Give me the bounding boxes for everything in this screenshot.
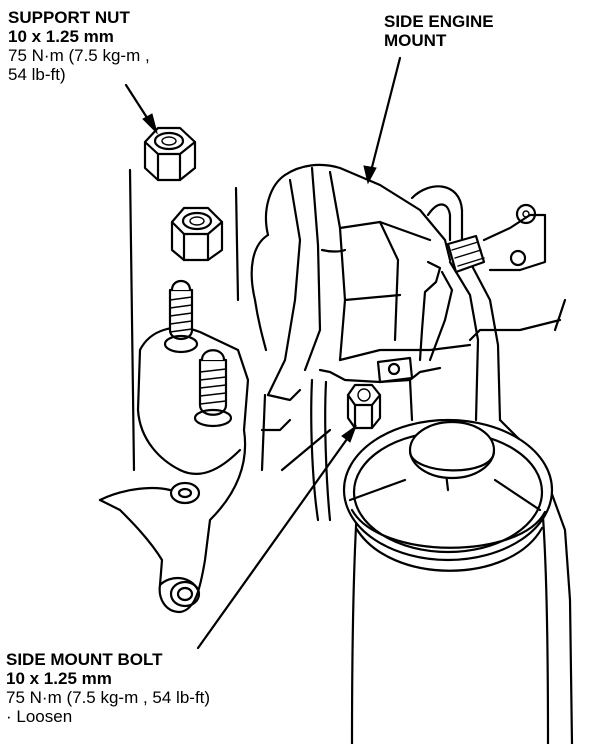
side-engine-mount-line2: MOUNT	[384, 31, 447, 51]
support-nut-lower	[170, 206, 224, 262]
mount-plate	[310, 366, 442, 522]
support-nut-torque-line2: 54 lb-ft)	[8, 65, 66, 85]
side-mount-bolt-size: 10 x 1.25 mm	[6, 669, 112, 689]
support-nut-upper	[143, 126, 197, 182]
side-engine-mount	[250, 163, 472, 472]
support-nut-torque-line1: 75 N·m (7.5 kg-m ,	[8, 46, 150, 66]
mount-bracket	[98, 168, 250, 614]
leader-arrow-engine-mount	[363, 56, 402, 185]
oil-filter-canister	[342, 418, 554, 744]
hose-pipe	[410, 185, 547, 422]
side-engine-mount-line1: SIDE ENGINE	[384, 12, 494, 31]
support-nut-size: 10 x 1.25 mm	[8, 27, 114, 47]
support-nut-title: SUPPORT NUT	[8, 8, 130, 27]
mount-stud-upper	[163, 279, 199, 354]
side-engine-mount-callout: SIDE ENGINE MOUNT	[384, 12, 494, 50]
leader-arrow-bolt	[196, 424, 358, 650]
mount-stud-lower	[193, 349, 233, 428]
side-mount-bolt-note: · Loosen	[6, 707, 73, 727]
side-mount-bolt-torque: 75 N·m (7.5 kg-m , 54 lb-ft)	[6, 688, 211, 708]
side-mount-bolt-title: SIDE MOUNT BOLT	[6, 650, 163, 669]
side-mount-bolt	[346, 356, 414, 430]
side-mount-bolt-callout: SIDE MOUNT BOLT 10 x 1.25 mm 75 N·m (7.5…	[6, 650, 210, 726]
support-nut-callout: SUPPORT NUT 10 x 1.25 mm 75 N·m (7.5 kg-…	[8, 8, 150, 84]
leader-arrow-support-nut	[124, 83, 158, 135]
